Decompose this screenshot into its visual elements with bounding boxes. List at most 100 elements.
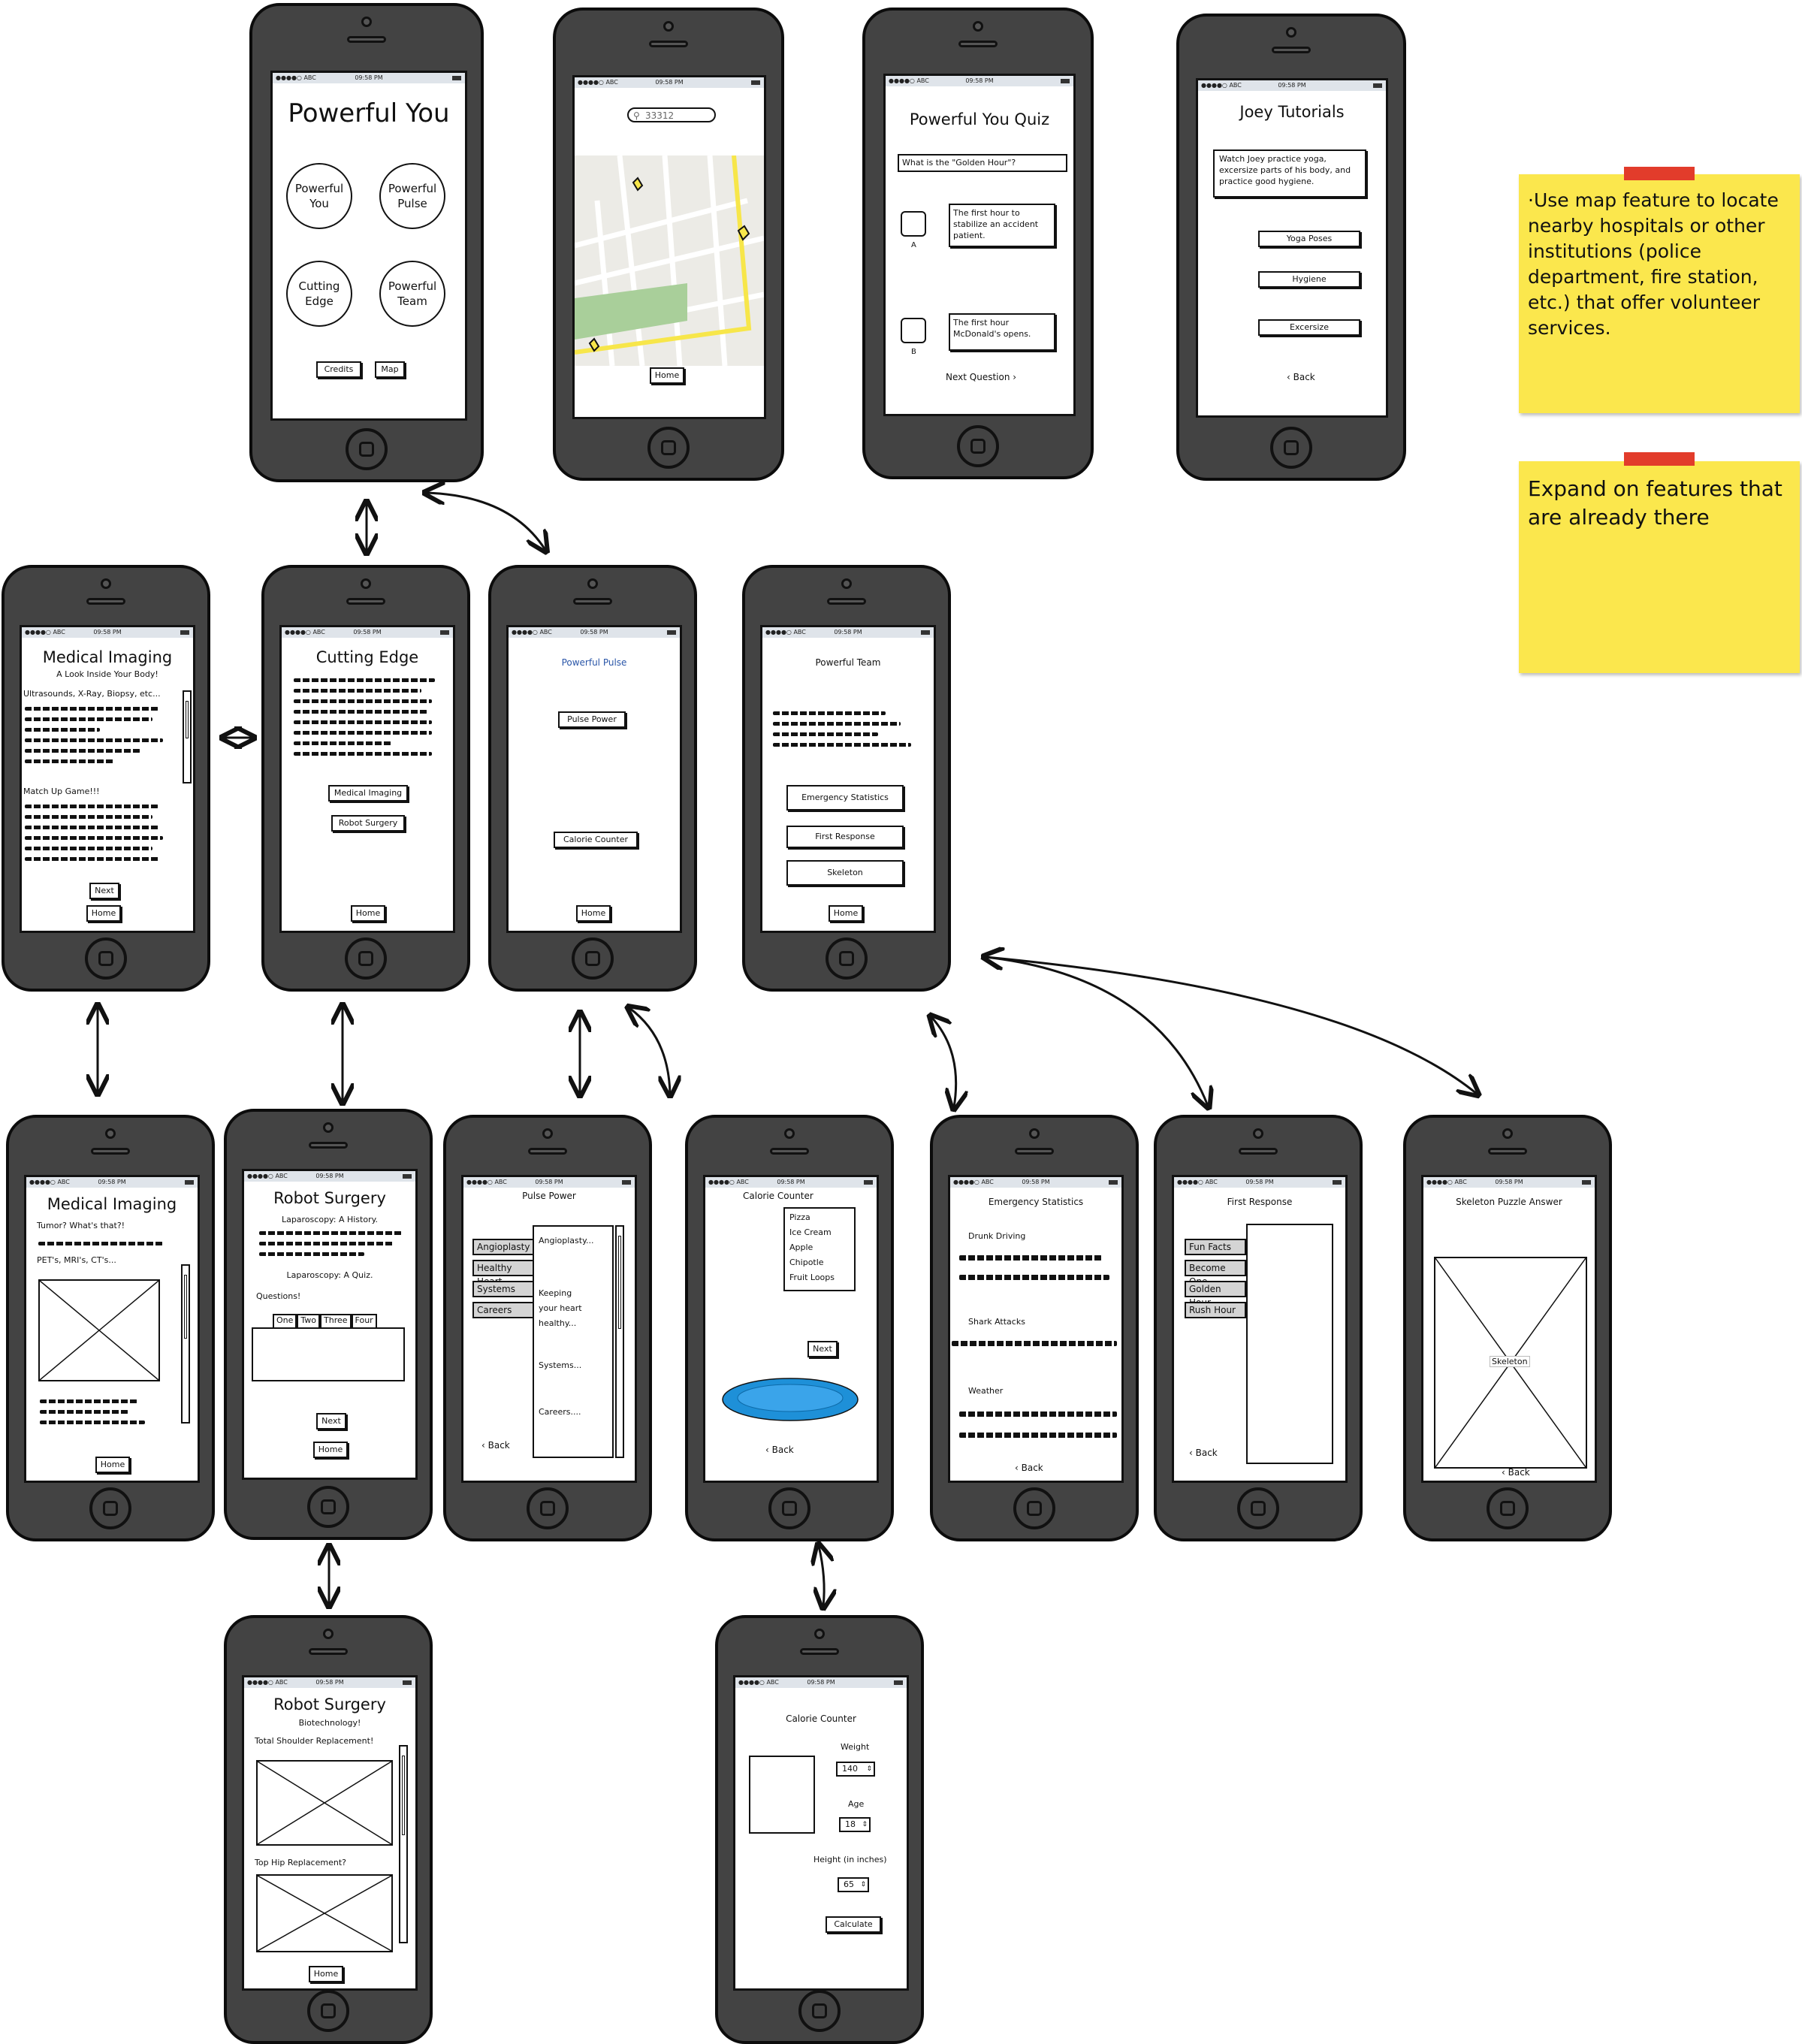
tab-four[interactable]: Four bbox=[351, 1314, 377, 1329]
next-button[interactable]: Next bbox=[316, 1413, 346, 1430]
map-view[interactable] bbox=[575, 155, 764, 366]
scrollbar[interactable] bbox=[181, 1264, 190, 1424]
placeholder-text-scribble bbox=[773, 722, 901, 726]
medical-imaging-button[interactable]: Medical Imaging bbox=[328, 785, 408, 802]
phone-speaker bbox=[827, 598, 866, 605]
answer-b[interactable]: The first hour McDonald's opens. bbox=[949, 313, 1055, 351]
map-button[interactable]: Map bbox=[375, 361, 405, 378]
phone-home-button bbox=[89, 1487, 131, 1529]
tab-two[interactable]: Two bbox=[297, 1314, 321, 1329]
tab-angioplasty[interactable]: Angioplasty bbox=[472, 1239, 534, 1255]
robot-surgery-button[interactable]: Robot Surgery bbox=[331, 815, 405, 832]
tab-one[interactable]: One bbox=[273, 1314, 297, 1329]
text-line: Ultrasounds, X-Ray, Biopsy, etc... bbox=[23, 689, 161, 699]
placeholder-text-scribble bbox=[773, 732, 878, 736]
first-response-button[interactable]: First Response bbox=[786, 826, 904, 848]
home-button[interactable]: Home bbox=[95, 1457, 130, 1473]
tab-rush-hour[interactable]: Rush Hour bbox=[1185, 1302, 1246, 1318]
scrollbar[interactable] bbox=[183, 690, 192, 783]
tab-become-one[interactable]: Become One bbox=[1185, 1260, 1246, 1287]
next-button[interactable]: Next bbox=[807, 1341, 838, 1357]
excersize-button[interactable]: Excersize bbox=[1258, 319, 1360, 336]
answer-a[interactable]: The first hour to stabilize an accident … bbox=[949, 204, 1055, 247]
placeholder-text-scribble bbox=[25, 836, 163, 840]
checkbox-b[interactable] bbox=[901, 318, 926, 343]
page-title: First Response bbox=[1227, 1197, 1293, 1207]
circle-powerful-pulse[interactable]: Powerful Pulse bbox=[379, 163, 445, 229]
search-input[interactable]: ⚲ 33312 bbox=[627, 107, 716, 122]
tab-fun-facts[interactable]: Fun Facts bbox=[1185, 1239, 1246, 1255]
food-item[interactable]: Fruit Loops bbox=[789, 1273, 835, 1282]
home-button[interactable]: Home bbox=[576, 905, 611, 922]
placeholder-text-scribble bbox=[25, 738, 163, 742]
food-item[interactable]: Pizza bbox=[789, 1212, 810, 1222]
circle-powerful-you[interactable]: Powerful You bbox=[286, 163, 352, 229]
tab-systems[interactable]: Systems bbox=[472, 1281, 534, 1297]
food-item[interactable]: Ice Cream bbox=[789, 1227, 832, 1237]
hygiene-button[interactable]: Hygiene bbox=[1258, 271, 1360, 288]
yoga-poses-button[interactable]: Yoga Poses bbox=[1258, 231, 1360, 247]
back-link[interactable]: ‹ Back bbox=[1015, 1463, 1043, 1473]
home-button[interactable]: Home bbox=[86, 905, 121, 922]
calculate-button[interactable]: Calculate bbox=[826, 1916, 881, 1933]
phone-camera bbox=[1286, 27, 1296, 38]
next-button[interactable]: Next bbox=[89, 883, 119, 899]
home-button[interactable]: Home bbox=[351, 905, 385, 922]
next-question-link[interactable]: Next Question › bbox=[946, 372, 1017, 382]
image-placeholder bbox=[256, 1760, 393, 1846]
back-link[interactable]: ‹ Back bbox=[481, 1440, 510, 1451]
page-title: Cutting Edge bbox=[315, 648, 419, 666]
tab-three[interactable]: Three bbox=[320, 1314, 352, 1329]
image-placeholder bbox=[749, 1756, 815, 1834]
arrow-team-skeleton bbox=[986, 957, 1477, 1094]
scrollbar[interactable] bbox=[399, 1745, 408, 1943]
placeholder-text-scribble bbox=[25, 857, 160, 861]
page-title: Powerful Pulse bbox=[561, 657, 627, 668]
home-button[interactable]: Home bbox=[313, 1442, 348, 1458]
tab-content bbox=[252, 1327, 405, 1381]
phone-home-button bbox=[1013, 1487, 1055, 1529]
home-button[interactable]: Home bbox=[829, 905, 863, 922]
tab-golden-hour[interactable]: Golden Hour bbox=[1185, 1281, 1246, 1308]
home-button[interactable]: Home bbox=[309, 1966, 343, 1982]
scrollbar[interactable] bbox=[615, 1225, 624, 1458]
tab-healthy-heart[interactable]: Healthy Heart bbox=[472, 1260, 534, 1287]
phone-home-button bbox=[307, 1990, 349, 2032]
food-item[interactable]: Chipotle bbox=[789, 1257, 824, 1267]
food-item[interactable]: Apple bbox=[789, 1242, 813, 1252]
phone-camera bbox=[1029, 1128, 1040, 1139]
phone-home-button bbox=[957, 425, 999, 467]
back-link[interactable]: ‹ Back bbox=[765, 1445, 794, 1455]
age-stepper[interactable]: 18⇕ bbox=[839, 1817, 871, 1832]
back-link[interactable]: ‹ Back bbox=[1502, 1467, 1530, 1478]
back-link[interactable]: ‹ Back bbox=[1287, 372, 1315, 382]
height-stepper[interactable]: 65⇕ bbox=[838, 1877, 869, 1892]
back-link[interactable]: ‹ Back bbox=[1189, 1448, 1218, 1458]
weight-stepper[interactable]: 140⇕ bbox=[836, 1762, 875, 1777]
checkbox-a[interactable] bbox=[901, 211, 926, 237]
skeleton-button[interactable]: Skeleton bbox=[786, 860, 904, 886]
home-button[interactable]: Home bbox=[650, 367, 684, 384]
pulse-power-button[interactable]: Pulse Power bbox=[558, 711, 626, 728]
emergency-statistics-button[interactable]: Emergency Statistics bbox=[786, 785, 904, 811]
credits-button[interactable]: Credits bbox=[316, 361, 361, 378]
image-placeholder bbox=[256, 1874, 393, 1952]
circle-powerful-team[interactable]: Powerful Team bbox=[379, 261, 445, 327]
circle-cutting-edge[interactable]: Cutting Edge bbox=[286, 261, 352, 327]
placeholder-text-scribble bbox=[25, 826, 160, 829]
tab-careers[interactable]: Careers bbox=[472, 1302, 534, 1318]
phone-speaker bbox=[649, 41, 688, 47]
placeholder-text-scribble bbox=[959, 1255, 1102, 1261]
calorie-counter-button[interactable]: Calorie Counter bbox=[554, 832, 638, 848]
